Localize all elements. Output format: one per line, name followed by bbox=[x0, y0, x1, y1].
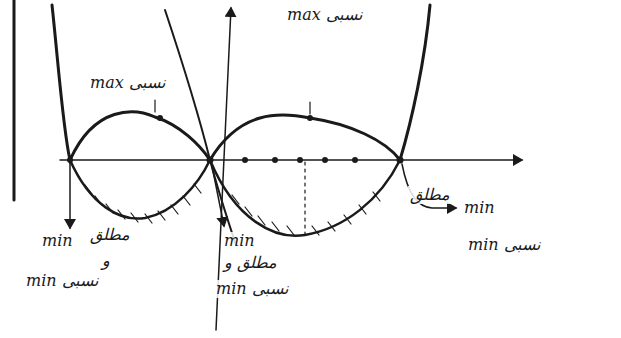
leader-arrow bbox=[212, 166, 224, 226]
annotation-label: min نسبی bbox=[214, 280, 290, 298]
annotation-label: مطلق bbox=[88, 226, 132, 244]
leader-arrow bbox=[69, 163, 71, 228]
function-curve bbox=[52, 5, 430, 160]
annotation-label: min bbox=[462, 199, 497, 217]
annotation-label: max نسبی bbox=[285, 6, 364, 24]
annotation-label: max نسبی bbox=[88, 74, 167, 92]
steep-curve bbox=[165, 10, 236, 245]
annotation-label: و bbox=[100, 252, 112, 270]
reflected-curve bbox=[70, 160, 400, 236]
guide-line bbox=[304, 162, 305, 234]
annotation-label: min bbox=[222, 232, 257, 250]
tick bbox=[154, 100, 155, 112]
border-line bbox=[13, 0, 16, 200]
annotation-label: مطلق bbox=[408, 186, 452, 204]
leader-arrow bbox=[402, 164, 456, 208]
annotation-label: min bbox=[40, 232, 75, 250]
points bbox=[67, 115, 404, 164]
tick bbox=[309, 102, 310, 114]
annotation-label: مطلق و bbox=[222, 254, 279, 272]
x-axis bbox=[60, 159, 522, 161]
annotation-label: min نسبی bbox=[466, 236, 542, 254]
annotation-label: min نسبی bbox=[24, 272, 100, 290]
